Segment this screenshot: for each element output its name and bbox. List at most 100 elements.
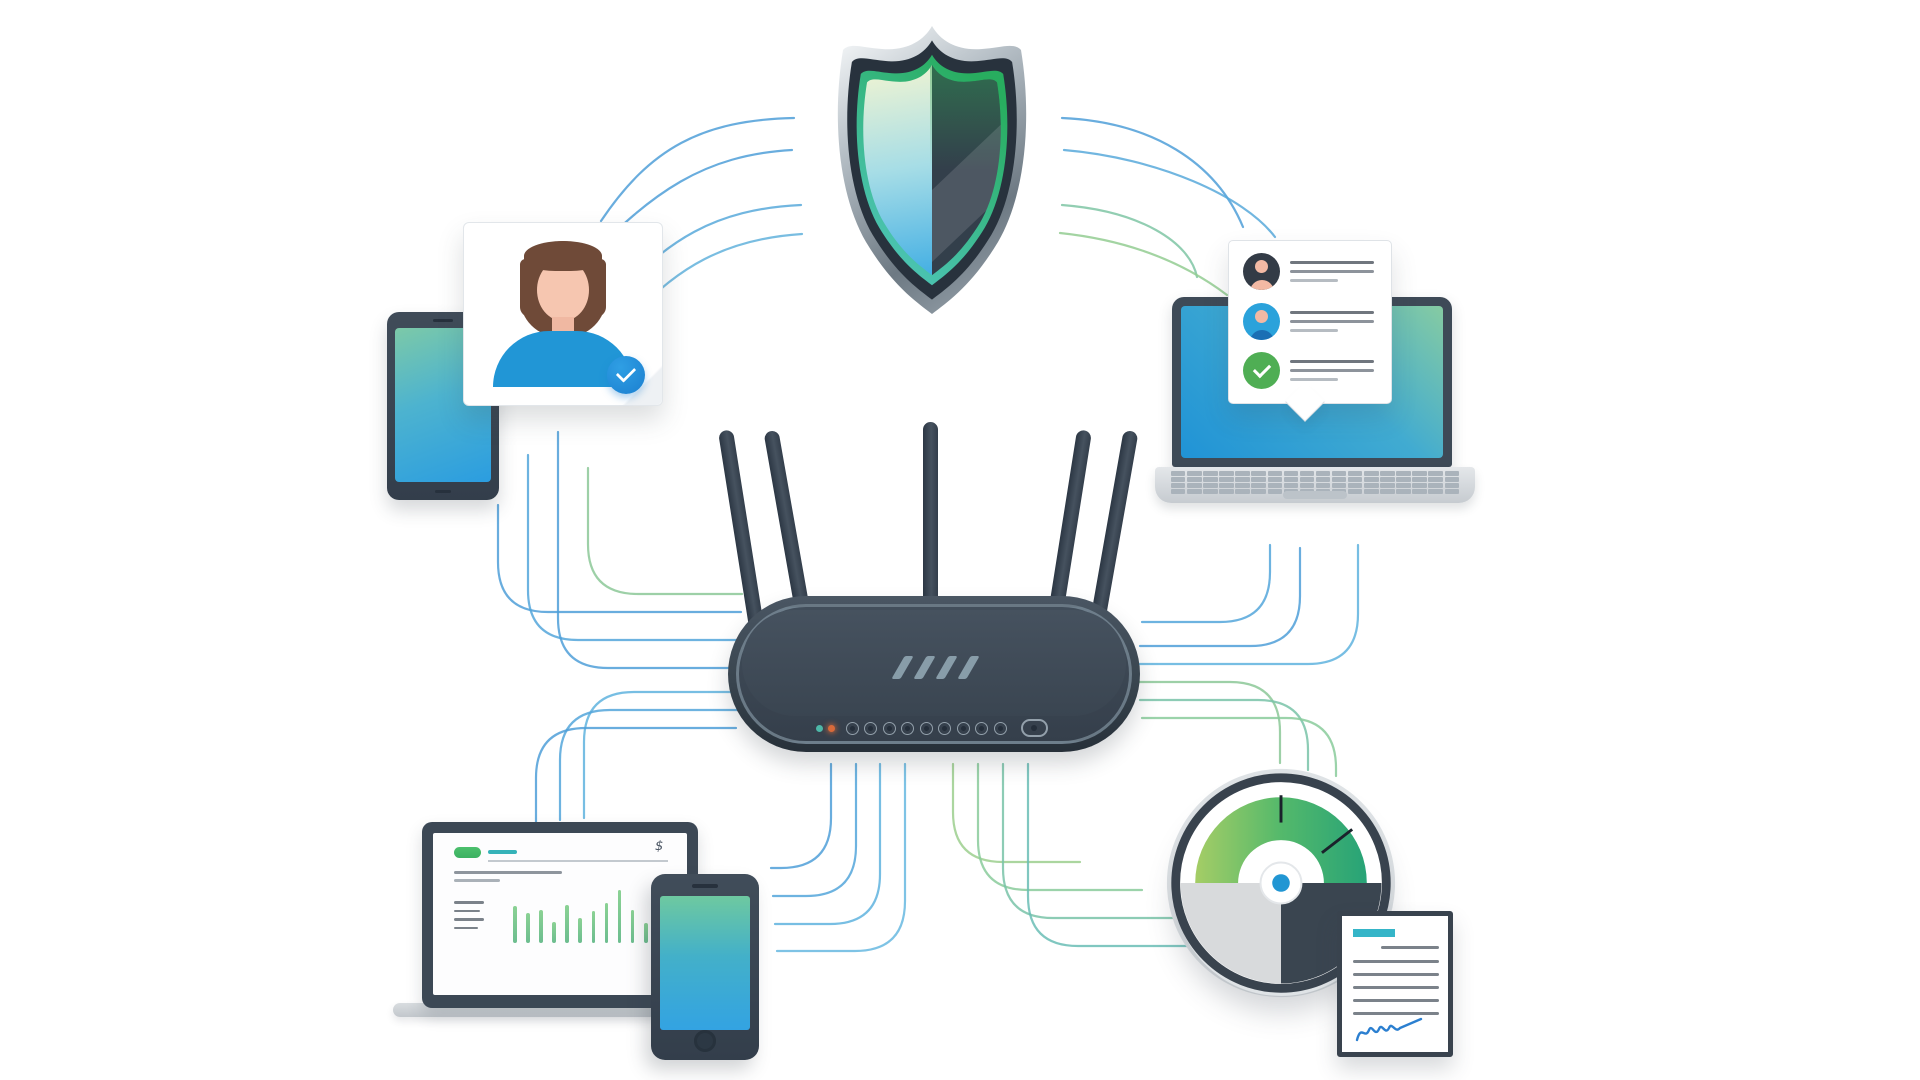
connection-trace <box>976 762 1144 892</box>
text-line <box>1353 960 1439 963</box>
keyboard-key <box>1347 489 1363 494</box>
chart-bar <box>513 906 517 943</box>
keyboard-key <box>1283 477 1299 482</box>
router-indicator-row <box>816 719 1048 737</box>
chart-bar <box>552 922 556 943</box>
tablet-home-bar <box>435 490 451 493</box>
dashboard-sidebar-lines <box>454 901 484 930</box>
text-line <box>454 871 562 874</box>
connection-trace <box>1026 762 1258 948</box>
text-line <box>454 909 480 913</box>
chart-bar <box>591 911 596 943</box>
router-led-button <box>993 721 1007 735</box>
keyboard-key <box>1380 471 1395 476</box>
keyboard-key <box>1267 489 1283 494</box>
keyboard-key <box>1219 477 1234 482</box>
text-line <box>1290 310 1374 314</box>
text-line <box>454 918 484 921</box>
connection-trace <box>556 430 739 670</box>
keyboard-key <box>1170 477 1186 482</box>
laptop-trackpad <box>1283 491 1347 499</box>
user-avatar-icon <box>1243 253 1280 290</box>
keyboard-key <box>1380 477 1395 482</box>
keyboard-key <box>1396 483 1411 488</box>
keyboard-key <box>1380 489 1395 494</box>
text-line <box>1290 360 1374 363</box>
gauge-dark-quadrant <box>1281 883 1382 984</box>
keyboard-key <box>1170 489 1186 494</box>
keyboard-key <box>1428 489 1443 494</box>
keyboard-key <box>1235 483 1250 488</box>
dashboard-screen: $ <box>433 833 687 995</box>
keyboard-key <box>1331 483 1347 488</box>
currency-glyph: $ <box>655 839 664 854</box>
contact-text-lines <box>1290 360 1379 381</box>
router-led-button <box>956 721 970 735</box>
connection-trace <box>951 762 1082 864</box>
keyboard-key <box>1267 471 1283 476</box>
contact-list-bubble <box>1228 240 1392 422</box>
keyboard-key <box>1396 477 1411 482</box>
text-line <box>454 879 500 882</box>
keyboard-key <box>1299 483 1315 488</box>
chart-bar <box>578 918 583 943</box>
keyboard-key <box>1203 471 1218 476</box>
verified-check-icon <box>607 356 645 394</box>
router-power-button <box>1020 719 1048 737</box>
router-slash <box>913 656 936 679</box>
keyboard-key <box>1444 483 1460 488</box>
router-antenna <box>718 429 765 635</box>
dashboard-header-pill <box>454 847 481 858</box>
router-status-led <box>828 724 835 732</box>
router-led-button <box>864 721 877 735</box>
text-line <box>1381 946 1439 949</box>
document-heading-bar <box>1353 929 1395 937</box>
text-line <box>1290 261 1374 264</box>
router-body <box>728 596 1140 752</box>
connection-trace <box>771 762 858 898</box>
connection-trace <box>558 708 740 822</box>
keyboard-key <box>1428 483 1443 488</box>
connection-trace <box>599 116 796 223</box>
connection-trace <box>1136 543 1360 666</box>
connection-trace <box>586 466 744 596</box>
text-line <box>1290 279 1338 282</box>
router-led-button <box>938 721 951 735</box>
text-line <box>454 901 484 904</box>
contact-row <box>1243 253 1379 290</box>
text-line <box>1290 369 1374 372</box>
contact-row <box>1243 302 1379 340</box>
keyboard-key <box>1283 471 1299 476</box>
keyboard-key <box>1187 483 1202 488</box>
keyboard-key <box>1219 489 1234 494</box>
connection-trace <box>534 726 738 826</box>
keyboard-key <box>1187 489 1202 494</box>
keyboard-key <box>1267 483 1283 488</box>
contact-row <box>1243 352 1379 389</box>
dashboard-divider <box>488 860 668 862</box>
connection-trace <box>1140 716 1338 778</box>
keyboard-key <box>1251 477 1266 482</box>
text-line <box>1290 319 1374 323</box>
keyboard-key <box>1315 477 1331 482</box>
laptop-keyboard-base <box>1155 467 1475 503</box>
smartphone-device <box>651 874 759 1060</box>
keyboard-key <box>1203 489 1218 494</box>
text-line <box>1353 999 1439 1002</box>
chart-bar <box>565 905 569 943</box>
keyboard-key <box>1283 483 1299 488</box>
router-antenna <box>923 422 938 632</box>
keyboard-key <box>1299 471 1315 476</box>
router-led-button <box>901 721 914 735</box>
router-slash-marks <box>891 656 980 679</box>
keyboard-key <box>1251 489 1266 494</box>
keyboard-key <box>1203 477 1218 482</box>
chart-bar <box>526 913 530 943</box>
avatar-neck <box>552 317 574 335</box>
avatar-hair-lock <box>589 259 606 317</box>
chart-bar <box>617 890 622 943</box>
keyboard-key <box>1251 471 1266 476</box>
router-top-surface <box>742 610 1126 716</box>
connection-trace <box>773 762 882 926</box>
